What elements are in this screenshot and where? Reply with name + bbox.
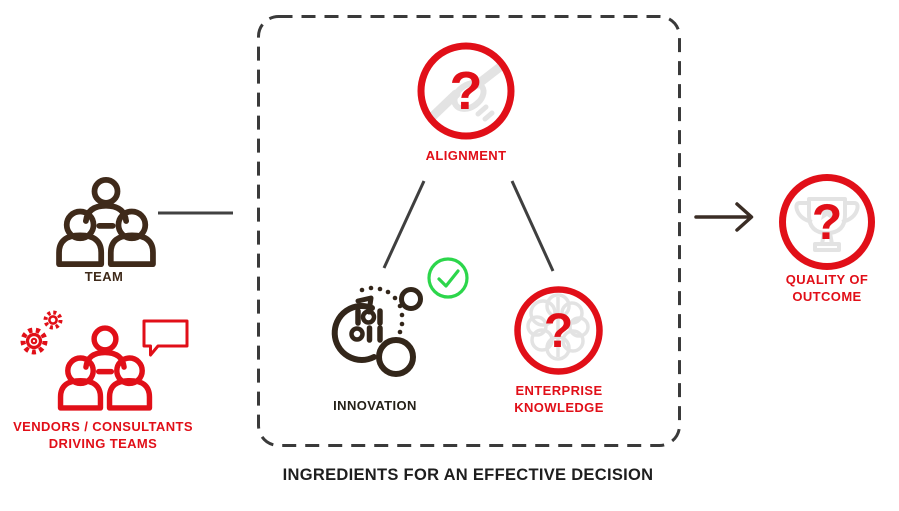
right-person-head bbox=[115, 208, 149, 242]
question-mark-glyph: ? bbox=[544, 305, 573, 358]
vendors-label: VENDORS / CONSULTANTS DRIVING TEAMS bbox=[13, 419, 193, 451]
dotted-arc bbox=[359, 285, 405, 335]
brain-question-icon: ? bbox=[514, 286, 603, 375]
left-person-head bbox=[63, 208, 97, 242]
alignment-to-innovation-line bbox=[382, 180, 426, 269]
vendors-people-icon bbox=[57, 325, 153, 411]
back-person-head bbox=[91, 176, 121, 206]
ingredients-dashed-box bbox=[257, 15, 681, 447]
question-mark-glyph: ? bbox=[812, 194, 843, 250]
trophy-art bbox=[794, 197, 860, 252]
left-person-body bbox=[56, 232, 105, 268]
right-person-body bbox=[107, 232, 156, 268]
box-caption: INGREDIENTS FOR AN EFFECTIVE DECISION bbox=[282, 466, 654, 484]
handshake-art bbox=[428, 62, 505, 122]
innovation-data-cycle-icon bbox=[331, 285, 423, 377]
knowledge-circle bbox=[514, 286, 603, 375]
gears-icon bbox=[20, 310, 63, 355]
team-label: TEAM bbox=[84, 269, 124, 284]
question-mark-glyph: ? bbox=[450, 61, 483, 121]
alignment-circle bbox=[417, 42, 515, 140]
innovation-label: INNOVATION bbox=[333, 398, 417, 413]
brain-art bbox=[526, 293, 590, 361]
outcome-circle bbox=[779, 174, 875, 270]
enterprise-knowledge-label: ENTERPRISE KNOWLEDGE bbox=[514, 383, 604, 415]
box-to-outcome-arrow bbox=[694, 202, 754, 232]
speech-bubble-icon bbox=[142, 319, 189, 357]
team-people-icon bbox=[56, 176, 156, 268]
quality-outcome-label: QUALITY OF OUTCOME bbox=[785, 272, 869, 304]
alignment-to-knowledge-line bbox=[510, 180, 555, 272]
green-check-icon bbox=[427, 257, 469, 299]
trophy-question-icon: ? bbox=[779, 174, 875, 270]
handshake-question-icon: ? bbox=[417, 42, 515, 140]
alignment-label: ALIGNMENT bbox=[425, 148, 507, 163]
